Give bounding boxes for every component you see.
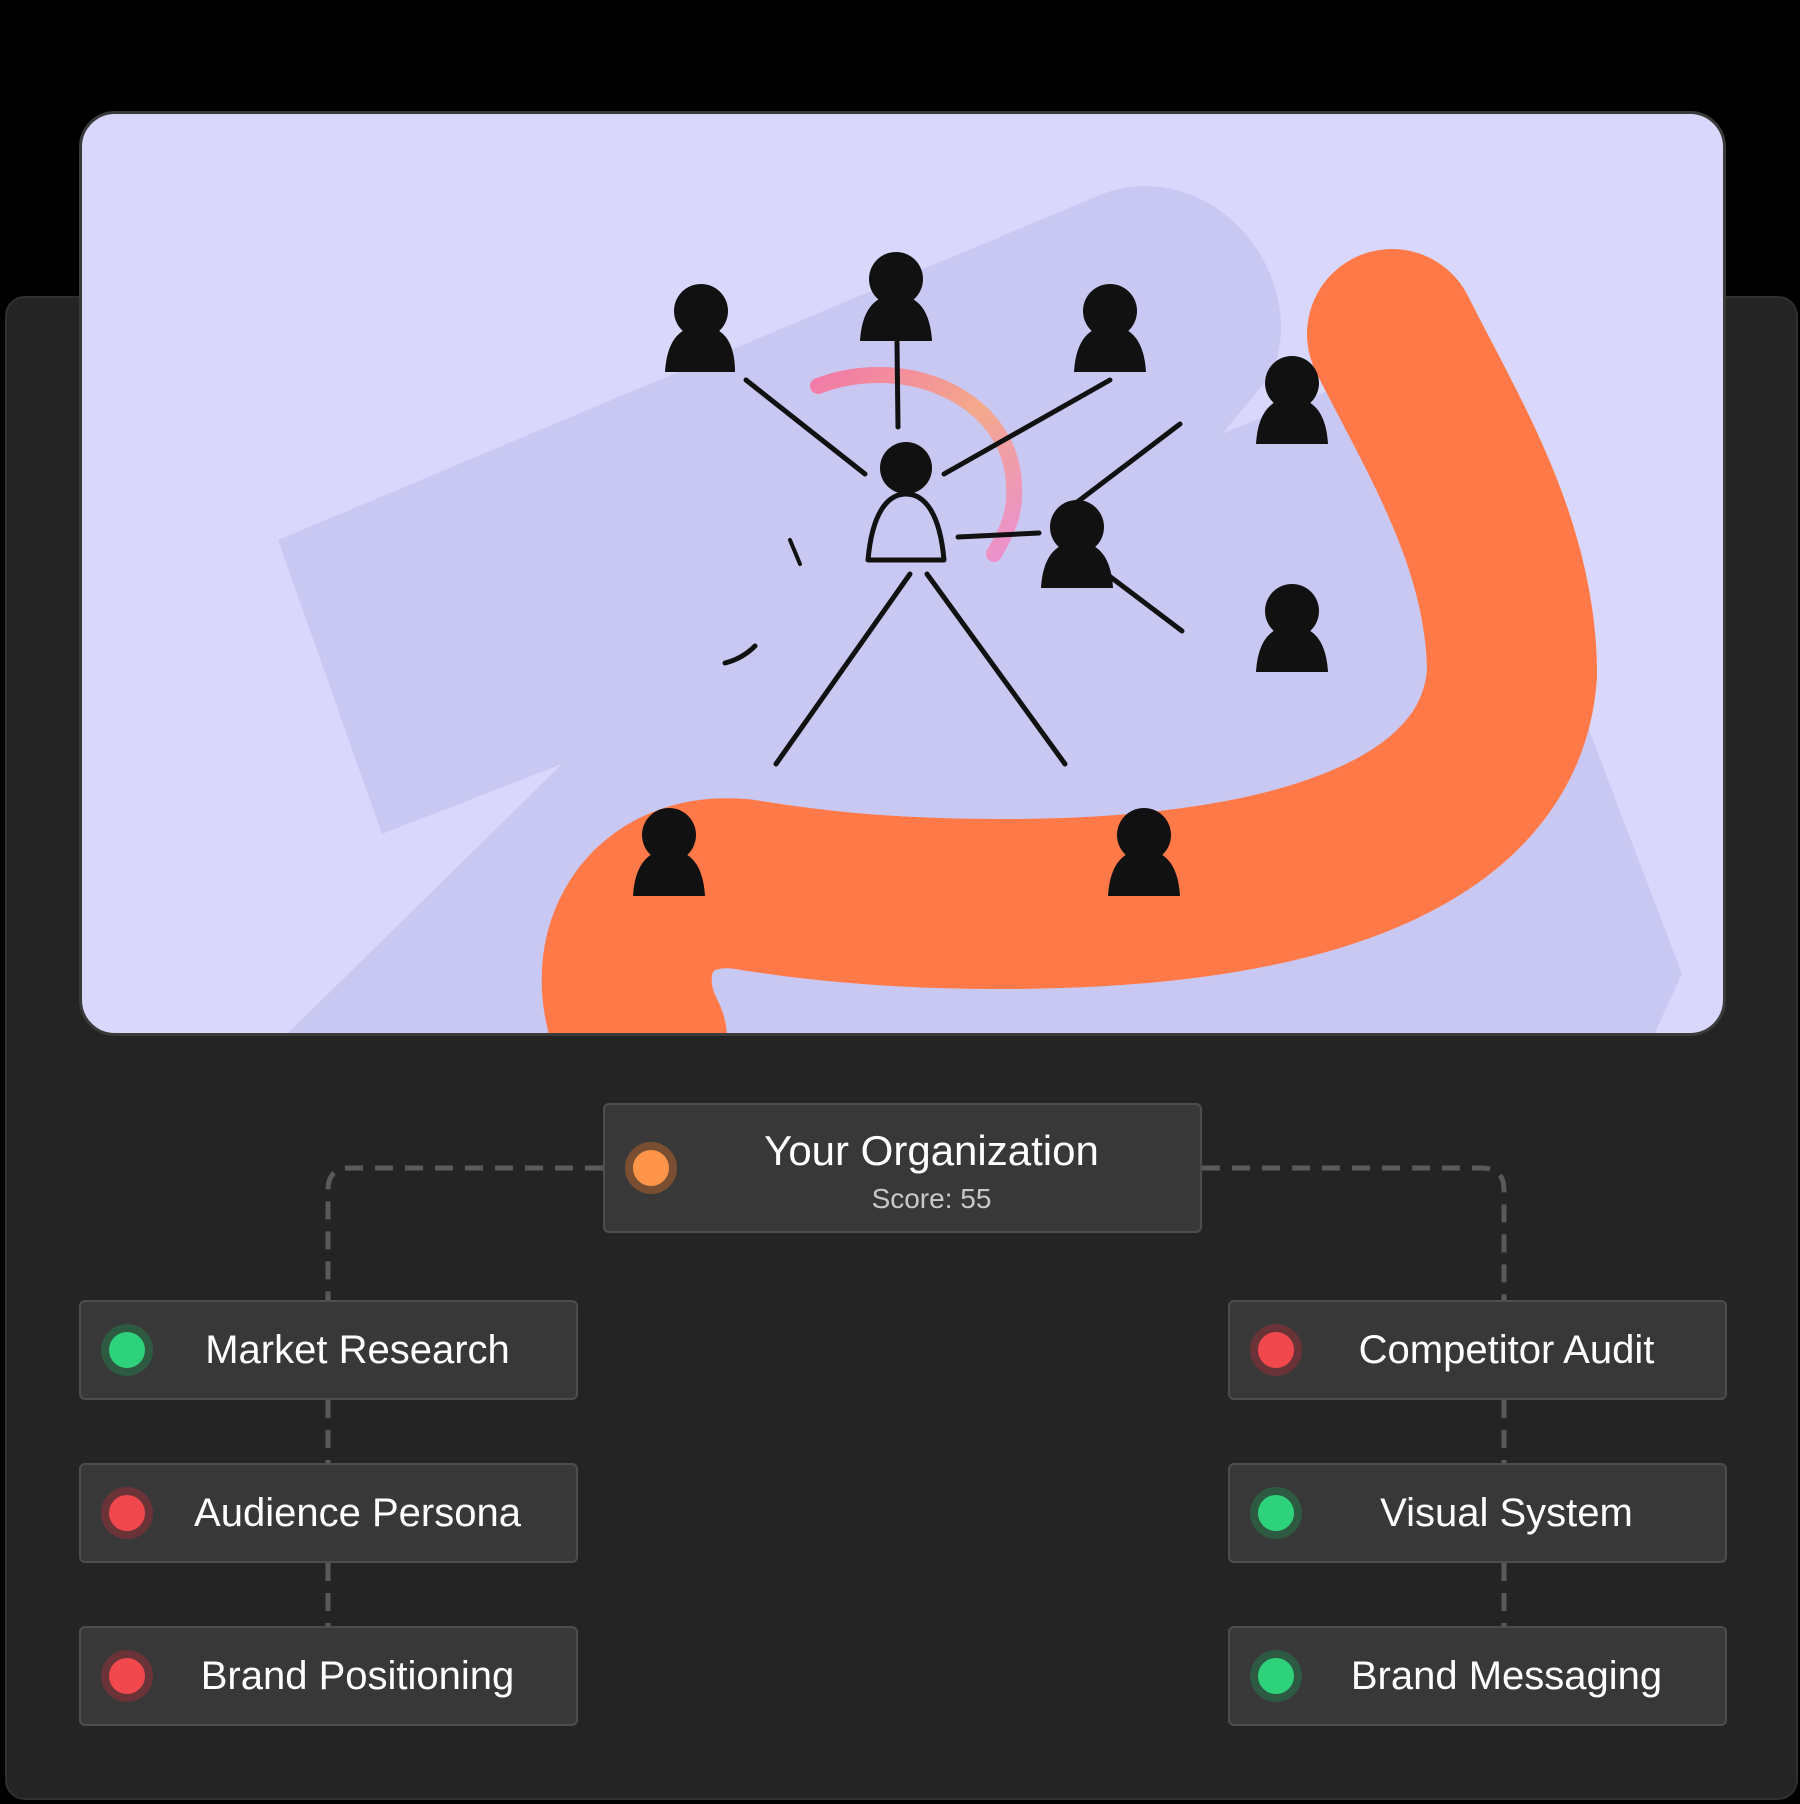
person-icons xyxy=(633,252,1328,896)
status-indicator-bad xyxy=(1250,1324,1302,1376)
person-icon xyxy=(1256,584,1328,672)
node-label: Visual System xyxy=(1380,1490,1633,1535)
person-icon xyxy=(633,808,705,896)
node-visual-system[interactable]: Visual System xyxy=(1228,1463,1727,1563)
status-indicator-warn xyxy=(625,1142,677,1194)
status-indicator-bad xyxy=(101,1650,153,1702)
node-label: Competitor Audit xyxy=(1358,1327,1655,1372)
status-indicator-good xyxy=(1250,1650,1302,1702)
organization-score: Score: 55 xyxy=(871,1183,992,1214)
node-label: Brand Positioning xyxy=(200,1653,515,1698)
node-label: Market Research xyxy=(205,1327,510,1372)
organization-node[interactable]: Your Organization Score: 55 xyxy=(603,1103,1202,1233)
person-icon xyxy=(1256,356,1328,444)
status-indicator-bad xyxy=(101,1487,153,1539)
node-label: Brand Messaging xyxy=(1350,1653,1663,1698)
network-lines xyxy=(743,339,1185,767)
scribble-mark xyxy=(788,538,802,566)
center-person-icon xyxy=(865,442,947,563)
person-icon xyxy=(665,284,735,372)
status-indicator-good xyxy=(1250,1487,1302,1539)
organization-title: Your Organization xyxy=(764,1127,1099,1174)
people-network-icon xyxy=(278,186,1682,1033)
node-label: Audience Persona xyxy=(194,1490,521,1535)
node-brand-positioning[interactable]: Brand Positioning xyxy=(79,1626,578,1726)
person-icon xyxy=(1041,500,1113,588)
node-market-research[interactable]: Market Research xyxy=(79,1300,578,1400)
scribble-mark xyxy=(722,643,758,666)
person-icon xyxy=(1108,808,1180,896)
node-audience-persona[interactable]: Audience Persona xyxy=(79,1463,578,1563)
status-indicator-good xyxy=(101,1324,153,1376)
person-icon xyxy=(860,252,932,341)
node-competitor-audit[interactable]: Competitor Audit xyxy=(1228,1300,1727,1400)
hero-illustration-card xyxy=(79,111,1726,1036)
node-brand-messaging[interactable]: Brand Messaging xyxy=(1228,1626,1727,1726)
person-icon xyxy=(1074,284,1146,372)
